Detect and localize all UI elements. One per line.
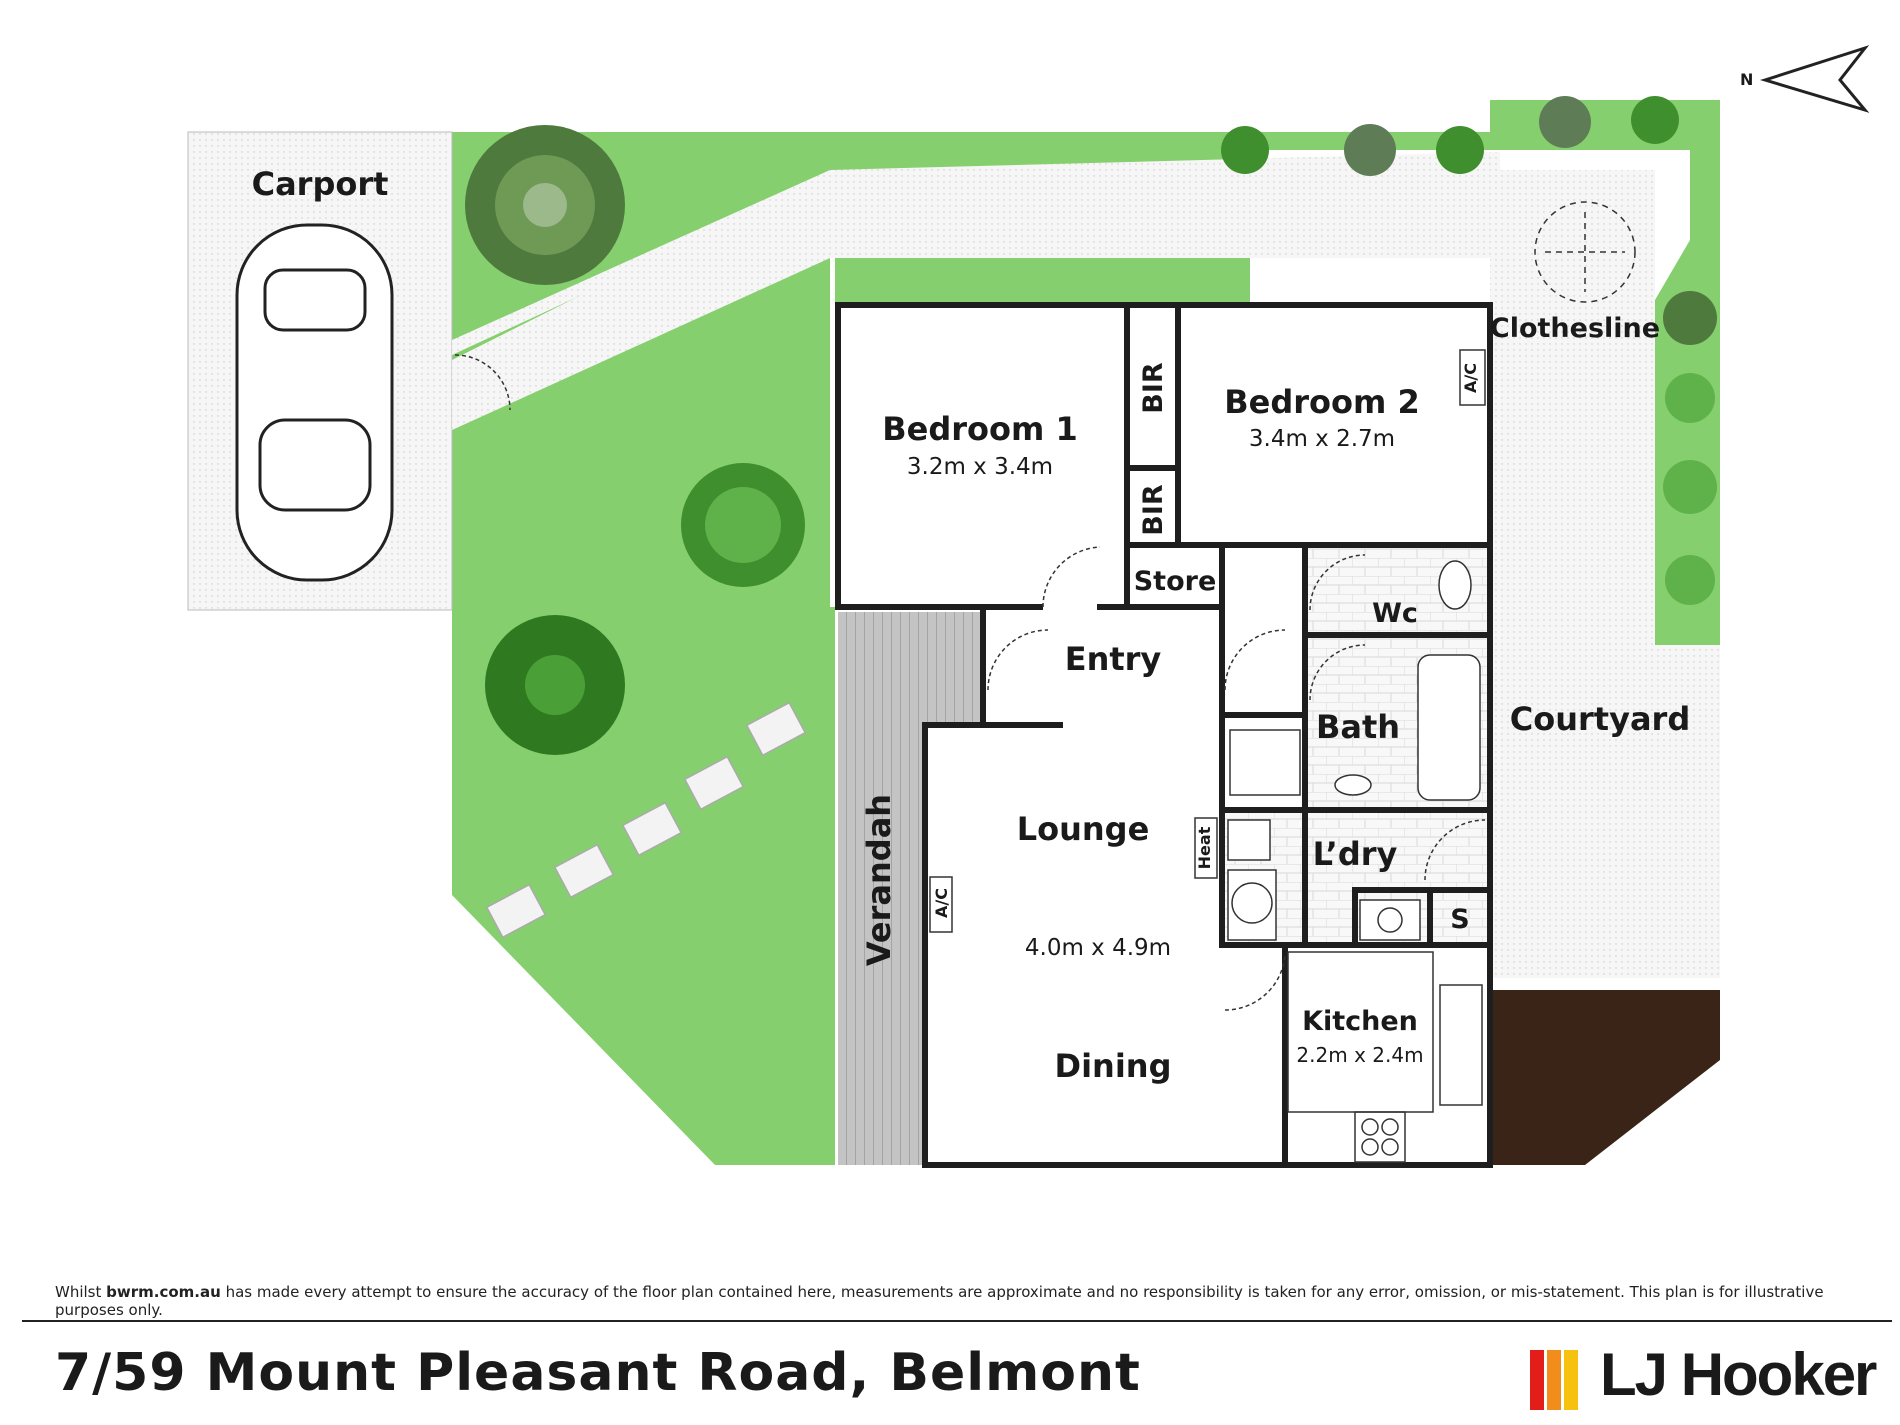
size-lounge-dining: 4.0m x 4.9m xyxy=(1025,935,1171,961)
size-kitchen: 2.2m x 2.4m xyxy=(1296,1043,1423,1067)
label-laundry: L’dry xyxy=(1313,835,1398,873)
size-bedroom-1: 3.2m x 3.4m xyxy=(907,454,1053,480)
label-clothesline: Clothesline xyxy=(1490,313,1660,344)
label-bedroom-1: Bedroom 1 xyxy=(882,410,1078,448)
north-arrow-icon: N xyxy=(1740,45,1870,113)
disclaimer-site: bwrm.com.au xyxy=(106,1283,221,1301)
room-labels: Carport Bedroom 1 3.2m x 3.4m Bedroom 2 … xyxy=(252,165,1691,1085)
label-entry: Entry xyxy=(1065,640,1162,678)
label-bir-1: BIR xyxy=(1138,362,1169,414)
car-icon xyxy=(235,223,394,582)
logo-bar-red xyxy=(1530,1350,1544,1410)
label-verandah: Verandah xyxy=(860,794,898,966)
size-bedroom-2: 3.4m x 2.7m xyxy=(1249,426,1395,452)
disclaimer: Whilst bwrm.com.au has made every attemp… xyxy=(55,1283,1875,1319)
label-bir-2: BIR xyxy=(1138,484,1169,536)
label-wc: Wc xyxy=(1372,598,1418,629)
garden-bed xyxy=(1490,990,1720,1165)
fixtures xyxy=(929,349,1486,1163)
disclaimer-prefix: Whilst xyxy=(55,1283,107,1301)
stepping-stones xyxy=(485,701,807,939)
label-kitchen: Kitchen xyxy=(1302,1006,1418,1037)
label-courtyard: Courtyard xyxy=(1510,700,1690,738)
disclaimer-text: has made every attempt to ensure the acc… xyxy=(55,1283,1824,1319)
walls xyxy=(835,302,1493,1168)
plants xyxy=(465,96,1717,755)
paving xyxy=(187,131,1720,978)
label-ac-lounge: A/C xyxy=(932,888,951,918)
brand-logo: LJ Hooker xyxy=(1530,1340,1890,1420)
house xyxy=(838,305,1490,1165)
property-address: 7/59 Mount Pleasant Road, Belmont xyxy=(55,1343,1141,1403)
footer-divider xyxy=(22,1320,1892,1322)
label-dining: Dining xyxy=(1055,1047,1172,1085)
floor-plan: N Carport Bedroom 1 3.2m x 3.4m Bedroom … xyxy=(187,45,1870,1168)
brand-name: LJ Hooker xyxy=(1600,1341,1877,1408)
label-bedroom-2: Bedroom 2 xyxy=(1224,383,1420,421)
verandah-deck xyxy=(838,612,923,1165)
label-carport: Carport xyxy=(252,165,389,203)
north-label: N xyxy=(1740,70,1753,89)
clothesline-symbol xyxy=(1534,201,1636,303)
logo-bar-orange xyxy=(1547,1350,1561,1410)
label-lounge: Lounge xyxy=(1017,810,1150,848)
label-ac-bedroom: A/C xyxy=(1461,363,1480,393)
doors xyxy=(454,354,1486,1011)
label-s: S xyxy=(1450,904,1469,935)
label-store: Store xyxy=(1134,566,1217,597)
logo-bar-yellow xyxy=(1564,1350,1578,1410)
label-bath: Bath xyxy=(1316,708,1400,746)
label-heat: Heat xyxy=(1195,826,1214,869)
